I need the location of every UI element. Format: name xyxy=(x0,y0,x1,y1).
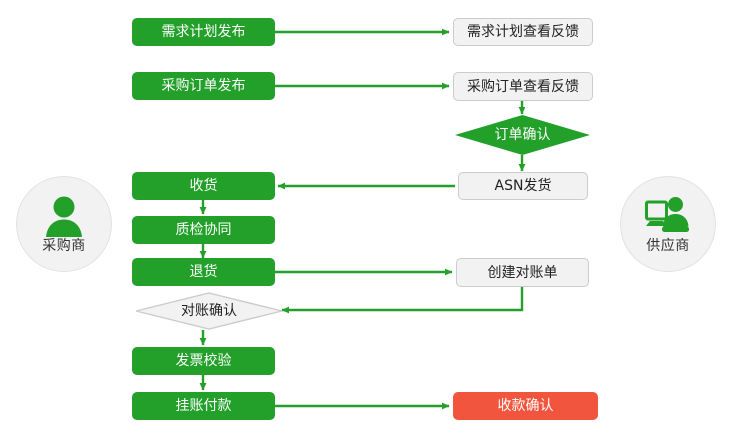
node-demand-plan-feedback[interactable]: 需求计划查看反馈 xyxy=(453,18,593,46)
node-receipt-confirm[interactable]: 收款确认 xyxy=(453,392,598,420)
node-label: 创建对账单 xyxy=(487,264,558,281)
link-create-statement-to-statement-confirm xyxy=(281,287,524,314)
actor-buyer-label: 采购商 xyxy=(42,238,86,254)
node-quality-collab[interactable]: 质检协同 xyxy=(132,216,275,244)
node-label: 发票校验 xyxy=(175,353,232,369)
node-goods-receipt[interactable]: 收货 xyxy=(132,172,275,200)
person-at-computer-icon xyxy=(645,195,691,237)
diamond-shape xyxy=(455,115,590,155)
node-po-feedback[interactable]: 采购订单查看反馈 xyxy=(453,72,593,101)
node-demand-plan-publish[interactable]: 需求计划发布 xyxy=(132,18,275,46)
node-return-goods[interactable]: 退货 xyxy=(132,258,275,286)
actor-supplier[interactable]: 供应商 xyxy=(620,176,716,272)
node-label: 收款确认 xyxy=(497,398,554,414)
node-create-statement[interactable]: 创建对账单 xyxy=(456,258,589,287)
node-order-confirm[interactable]: 订单确认 xyxy=(455,115,590,155)
diamond-shape xyxy=(135,292,283,330)
actor-supplier-label: 供应商 xyxy=(646,238,690,254)
node-statement-confirm[interactable]: 对账确认 xyxy=(135,292,283,330)
node-label: 采购订单查看反馈 xyxy=(467,78,579,95)
node-invoice-verify[interactable]: 发票校验 xyxy=(132,347,275,375)
node-po-publish[interactable]: 采购订单发布 xyxy=(132,72,275,100)
node-label: 采购订单发布 xyxy=(161,78,246,94)
node-label: 需求计划查看反馈 xyxy=(467,24,579,40)
node-asn-shipment[interactable]: ASN发货 xyxy=(458,172,588,200)
node-label: 对账确认 xyxy=(181,303,237,319)
node-label: 订单确认 xyxy=(494,127,551,143)
node-label: 质检协同 xyxy=(175,222,232,238)
node-label: 需求计划发布 xyxy=(161,24,246,40)
node-label: 挂账付款 xyxy=(175,398,232,414)
node-label: 收货 xyxy=(189,178,218,194)
actor-buyer[interactable]: 采购商 xyxy=(16,176,112,272)
node-label: 退货 xyxy=(189,264,218,280)
person-icon xyxy=(41,195,87,237)
node-payable-payment[interactable]: 挂账付款 xyxy=(132,392,275,420)
node-label: ASN发货 xyxy=(494,178,552,194)
